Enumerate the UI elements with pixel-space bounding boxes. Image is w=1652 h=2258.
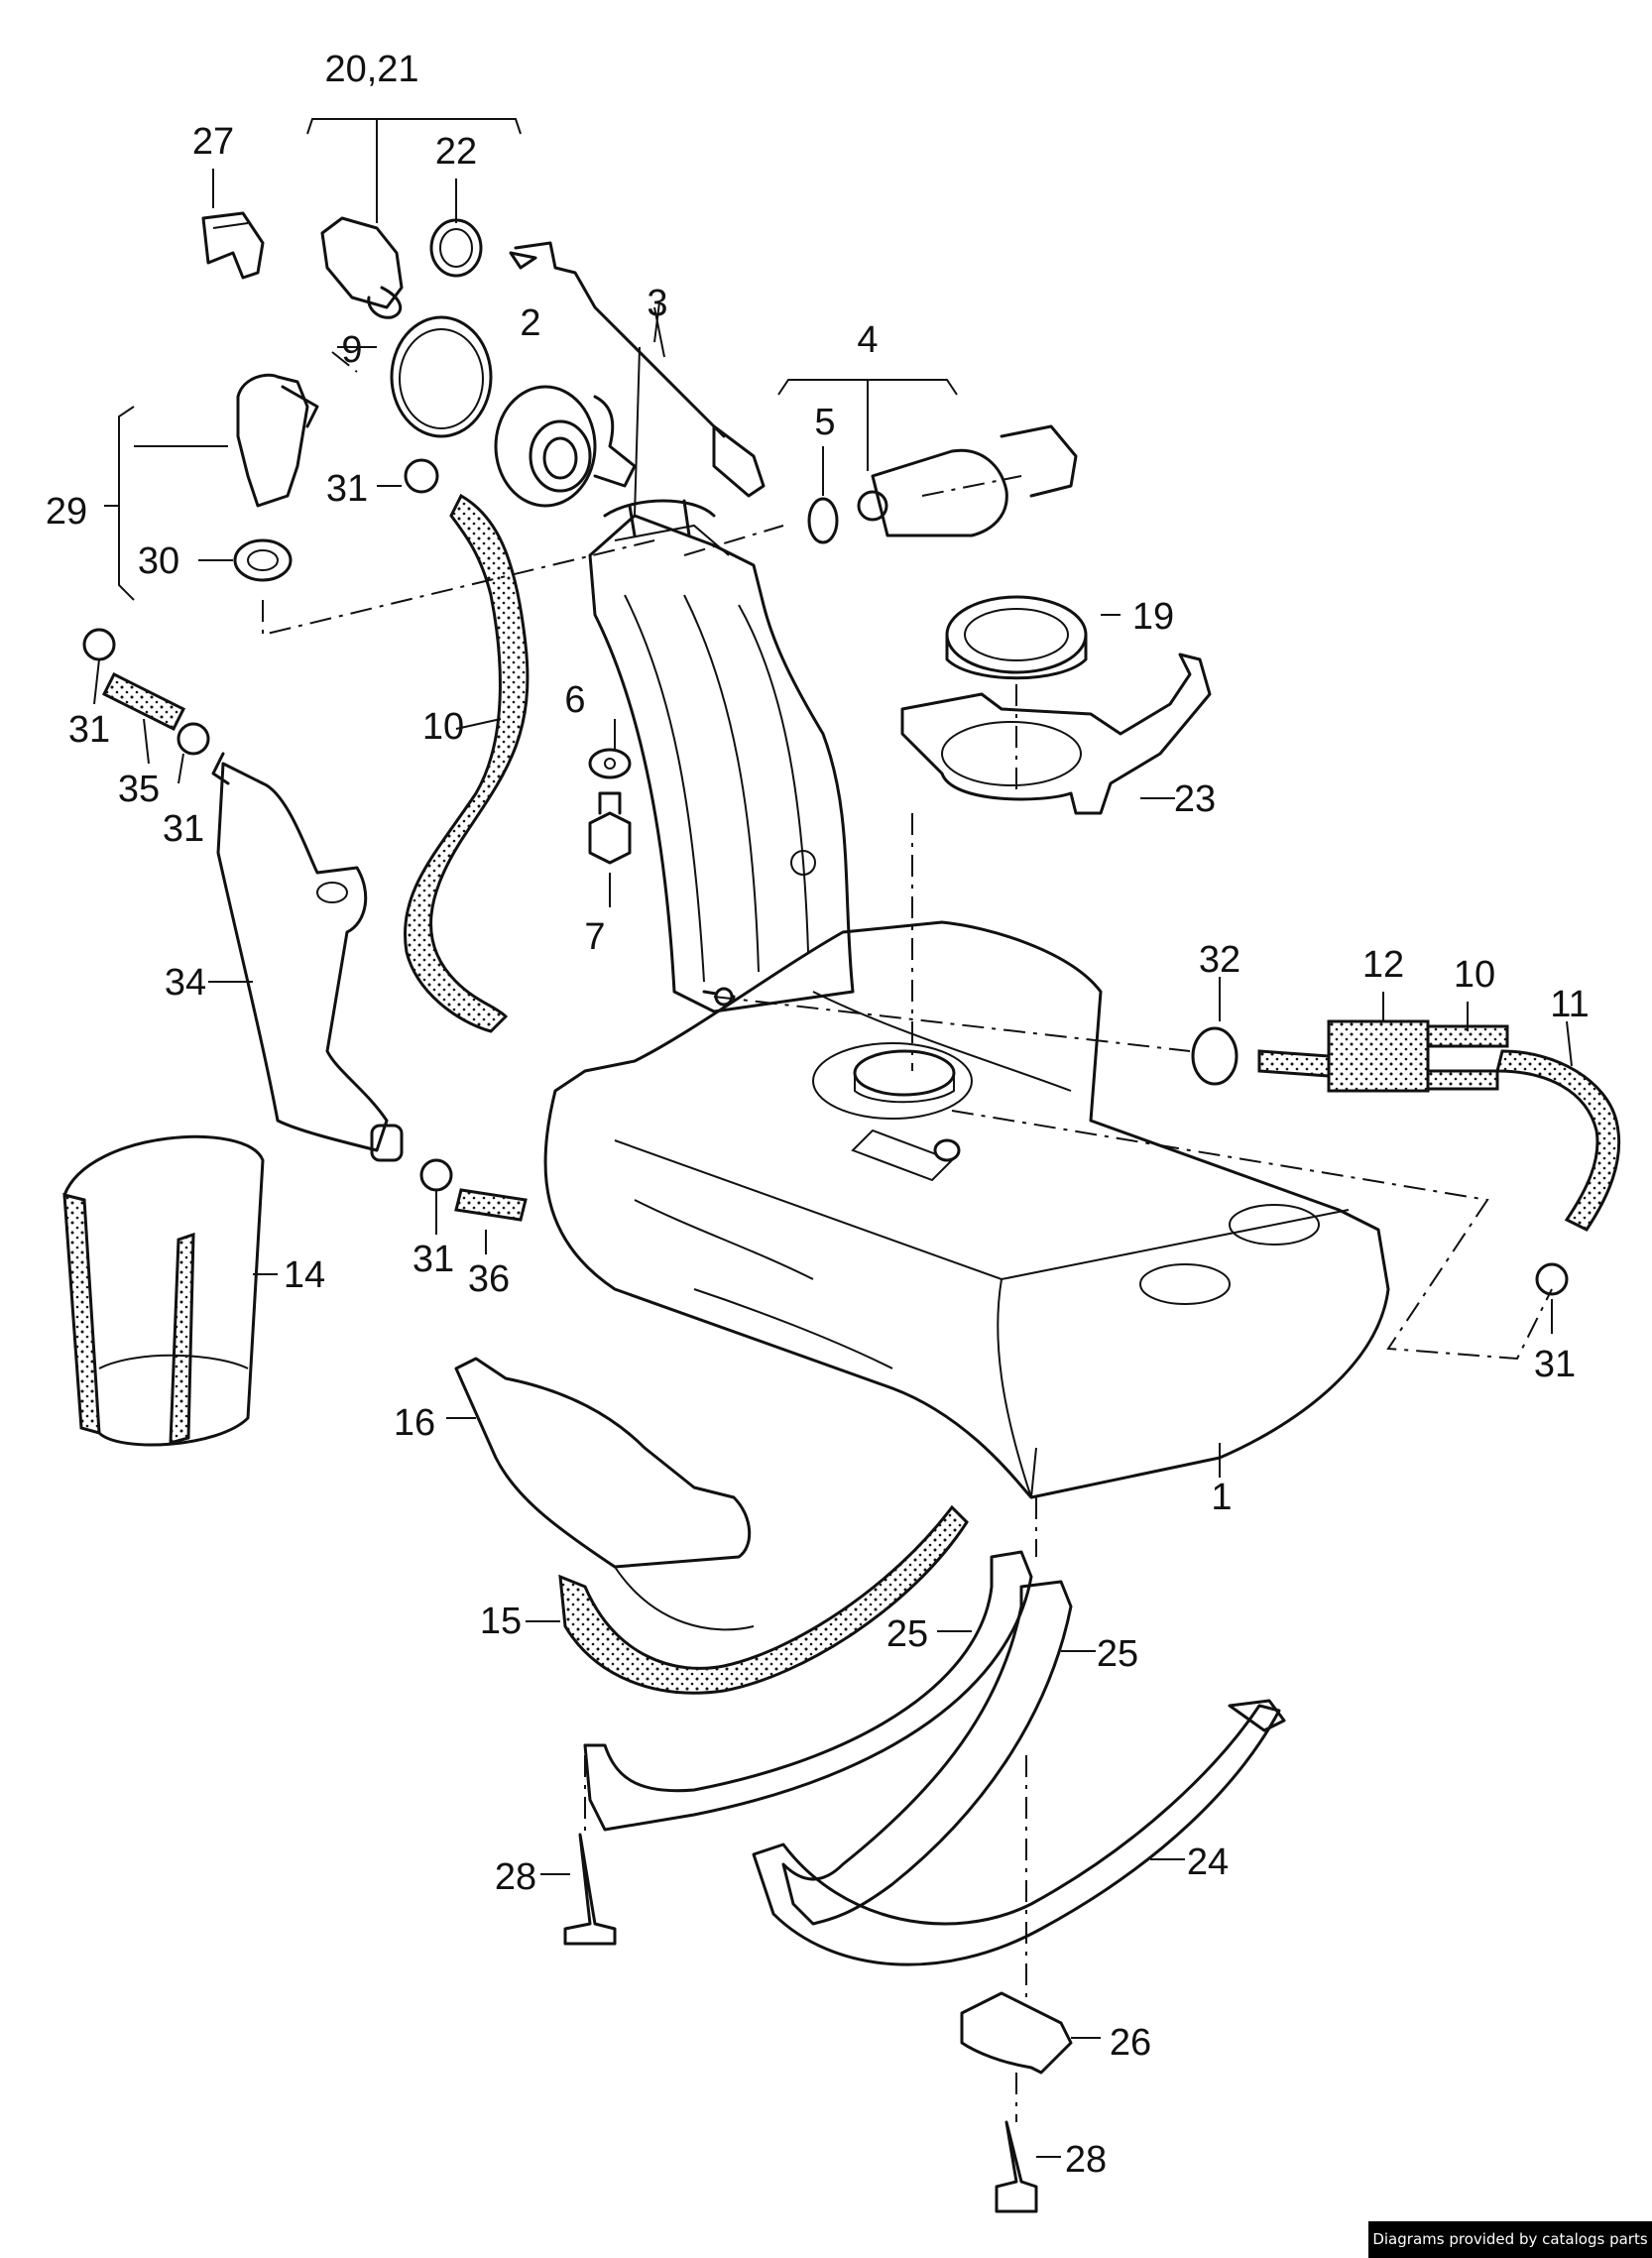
breather-valve [857,424,1078,537]
mounting-screws [563,1833,1038,2213]
callout-10-b: 10 [1454,954,1495,996]
callout-3: 3 [647,283,667,324]
callout-15: 15 [480,1601,522,1642]
callout-9: 9 [341,329,362,371]
locking-ring [945,595,1088,680]
callout-7: 7 [584,916,605,958]
callout-2: 2 [520,302,540,344]
filler-neck-housing [588,499,855,1013]
callout-28-a: 28 [495,1856,536,1898]
callout-12: 12 [1362,944,1404,986]
callout-labels: 20,21 27 22 3 2 9 4 5 29 31 30 19 31 10 … [46,49,1590,2181]
callout-36: 36 [468,1258,510,1300]
tank-seal-bracket [900,653,1212,815]
o-ring [807,497,839,544]
mounting-bracket [960,1991,1073,2075]
callout-27: 27 [192,121,234,163]
callout-25-b: 25 [1097,1633,1138,1675]
vent-flange [494,385,637,508]
callout-4: 4 [857,319,878,361]
fuel-filter [1257,1019,1621,1232]
callout-20-21: 20,21 [324,49,418,90]
short-hose-36 [454,1188,528,1222]
washer-and-bolt [588,748,632,865]
credit-badge: Diagrams provided by catalogs parts [1368,2221,1652,2258]
activated-carbon-canister [211,752,404,1162]
callout-11: 11 [1550,984,1589,1025]
callout-31-e: 31 [1534,1344,1576,1385]
callout-31-a: 31 [326,468,368,510]
callout-14: 14 [284,1254,325,1296]
callout-30: 30 [138,540,179,582]
tank-straps [583,1550,1286,1966]
callout-23: 23 [1174,778,1216,820]
callout-6: 6 [564,679,585,721]
sender-cable [509,241,766,498]
callout-31-c: 31 [163,808,204,850]
callout-16: 16 [394,1402,435,1444]
callout-35: 35 [118,769,160,810]
clip [201,211,265,280]
callout-25-a: 25 [886,1613,928,1655]
vent-hose [404,493,530,1033]
hose-clamps [82,458,1569,1296]
callout-22: 22 [435,131,477,173]
callout-34: 34 [165,962,206,1004]
sender-unit [320,216,483,319]
callout-31-d: 31 [413,1239,454,1280]
callout-29: 29 [46,491,87,533]
clamp-32 [1191,1026,1239,1086]
short-hose-35 [101,671,186,732]
callout-10-a: 10 [422,706,464,748]
callout-32: 32 [1199,939,1240,981]
callout-5: 5 [814,402,835,443]
assembly-lines [262,351,1553,2122]
leader-lines [93,118,1573,2158]
insulation-sleeve [62,1134,265,1447]
vent-valve [233,373,319,582]
callout-26: 26 [1110,2022,1151,2064]
callout-31-b: 31 [68,709,110,751]
heat-shield-16 [454,1357,752,1569]
callout-24: 24 [1187,1842,1229,1883]
callout-1: 1 [1211,1477,1232,1518]
retaining-clip [390,315,493,438]
fuel-tank-body [543,920,1390,1499]
foam-pad-15 [558,1504,969,1695]
callout-19: 19 [1132,596,1174,638]
callout-28-b: 28 [1065,2139,1107,2181]
